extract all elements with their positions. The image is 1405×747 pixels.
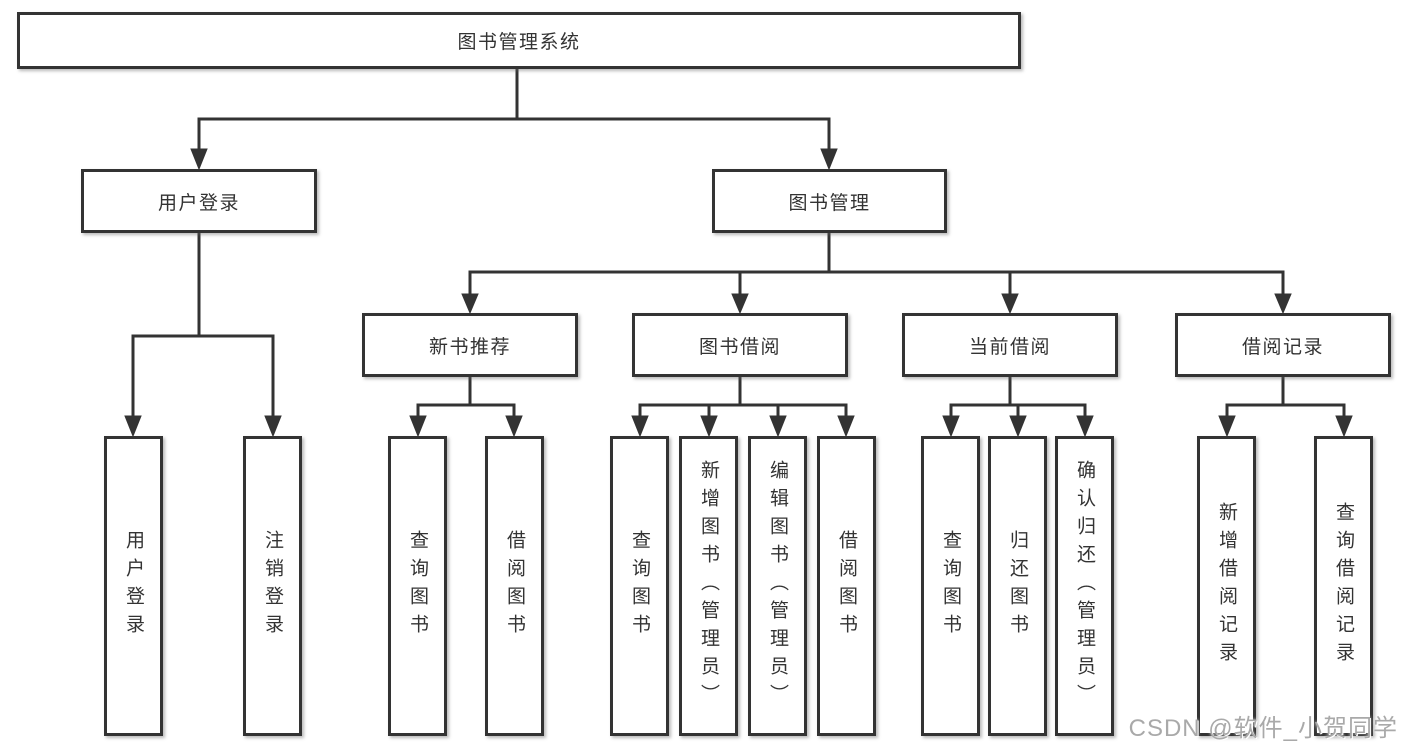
edge-book-management-to-level3 [461, 230, 1292, 315]
leaf-bb-query-books: 查询图书 [610, 436, 669, 736]
node-new-book-recommend: 新书推荐 [362, 313, 578, 377]
node-book-borrow: 图书借阅 [632, 313, 848, 377]
leaf-nb-query-books: 查询图书 [388, 436, 447, 736]
leaf-cb-return-books: 归还图书 [988, 436, 1047, 736]
node-book-management: 图书管理 [712, 169, 947, 233]
leaf-cb-confirm-return-admin: 确认归还（管理员） [1055, 436, 1114, 736]
edge-user-login-to-leaves [124, 230, 282, 438]
leaf-label: 归还图书 [1007, 530, 1028, 642]
leaf-label: 确认归还（管理员） [1074, 460, 1095, 712]
leaf-bb-borrow-books: 借阅图书 [817, 436, 876, 736]
edge-book-borrow-to-leaves [631, 375, 855, 438]
leaf-cb-query-books: 查询图书 [921, 436, 980, 736]
leaf-label: 查询图书 [629, 530, 650, 642]
node-root-library-system: 图书管理系统 [17, 12, 1021, 69]
leaf-label: 查询图书 [940, 530, 961, 642]
leaf-label: 新增图书（管理员） [698, 460, 719, 712]
node-current-borrow: 当前借阅 [902, 313, 1118, 377]
leaf-user-login: 用户登录 [104, 436, 163, 736]
leaf-br-query-record: 查询借阅记录 [1314, 436, 1373, 736]
leaf-br-add-record: 新增借阅记录 [1197, 436, 1256, 736]
edge-borrow-record-to-leaves [1218, 375, 1353, 438]
leaf-label: 注销登录 [262, 530, 283, 642]
leaf-label: 借阅图书 [504, 530, 525, 642]
leaf-bb-edit-books-admin: 编辑图书（管理员） [748, 436, 807, 736]
edge-current-borrow-to-leaves [942, 375, 1094, 438]
node-borrow-record: 借阅记录 [1175, 313, 1391, 377]
leaf-label: 借阅图书 [836, 530, 857, 642]
leaf-nb-borrow-books: 借阅图书 [485, 436, 544, 736]
csdn-watermark: CSDN @软件_小贺同学 [1128, 715, 1398, 742]
edge-root-to-level2 [190, 67, 838, 171]
leaf-label: 查询借阅记录 [1333, 502, 1354, 670]
leaf-bb-add-books-admin: 新增图书（管理员） [679, 436, 738, 736]
leaf-label: 编辑图书（管理员） [767, 460, 788, 712]
edge-new-book-recommend-to-leaves [409, 375, 523, 438]
leaf-label: 新增借阅记录 [1216, 502, 1237, 670]
leaf-label: 用户登录 [123, 530, 144, 642]
leaf-logout: 注销登录 [243, 436, 302, 736]
leaf-label: 查询图书 [407, 530, 428, 642]
node-user-login: 用户登录 [81, 169, 317, 233]
